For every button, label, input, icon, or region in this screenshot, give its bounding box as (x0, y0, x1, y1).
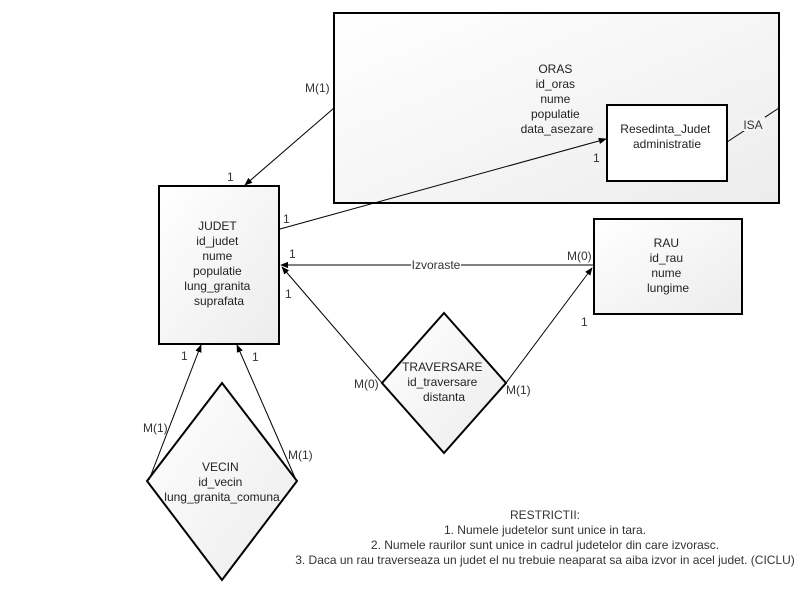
label-izvoraste-judet-1: 1 (289, 247, 296, 261)
entity-rau-attr: lungime (647, 281, 689, 295)
label-trav-judet-1: 1 (285, 287, 292, 301)
entity-resedinta-text: Resedinta_Judet administratie (620, 122, 713, 151)
izvoraste-label-bg (411, 258, 461, 272)
label-oras-judet-m: M(1) (305, 81, 330, 95)
entity-rau-name: RAU (654, 236, 679, 250)
relationship-traversare-text: TRAVERSARE id_traversare distanta (402, 360, 486, 404)
restriction-item: 2. Numele raurilor sunt unice in cadrul … (371, 538, 719, 552)
entity-rau-text: RAU id_rau nume lungime (647, 236, 689, 295)
relationship-traversare[interactable]: TRAVERSARE id_traversare distanta (380, 311, 508, 455)
entity-judet[interactable]: JUDET id_judet nume populatie lung_grani… (158, 185, 280, 345)
relationship-vecin-text: VECIN id_vecin lung_granita_comuna (164, 460, 280, 504)
restriction-item: 1. Numele judetelor sunt unice in tara. (444, 523, 646, 537)
entity-rau-attr: id_rau (650, 251, 683, 265)
entity-judet-text: JUDET id_judet nume populatie lung_grani… (184, 219, 253, 308)
label-vecin-right-m: M(1) (288, 448, 313, 462)
isa-label: ISA (743, 118, 762, 132)
label-vecin-left-m: M(1) (143, 421, 168, 435)
entity-resedinta-name: Resedinta_Judet (620, 122, 711, 136)
connector-traversare-judet (281, 266, 383, 384)
restrictions-title: RESTRICTII: (510, 508, 580, 522)
connector-vecin-judet-right (236, 344, 297, 481)
relationship-vecin-attr: lung_granita_comuna (164, 490, 280, 504)
label-trav-rau-m: M(1) (506, 383, 531, 397)
restriction-item: 3. Daca un rau traverseaza un judet el n… (295, 553, 795, 567)
relationship-traversare-attr: distanta (423, 390, 465, 404)
entity-rau-box[interactable] (593, 218, 743, 315)
entity-resedinta-attr: administratie (633, 137, 701, 151)
entity-oras-attr: data_asezare (521, 122, 594, 136)
connector-oras-judet (244, 107, 335, 186)
label-judet-resedinta-1b: 1 (593, 151, 600, 165)
entity-rau-attr: nume (651, 266, 681, 280)
entity-judet-attr: suprafata (194, 294, 244, 308)
label-vecin-left-1: 1 (181, 349, 188, 363)
entity-judet-attr: populatie (193, 264, 242, 278)
entity-rau[interactable]: RAU id_rau nume lungime (593, 218, 743, 315)
connector-vecin-judet-left (148, 344, 202, 481)
label-izvoraste: Izvoraste (412, 258, 461, 272)
entity-resedinta-box[interactable] (606, 104, 728, 182)
entity-judet-name: JUDET (198, 219, 237, 233)
entity-judet-attr: lung_granita (184, 279, 250, 293)
label-oras-judet-1: 1 (227, 170, 234, 184)
entity-judet-box[interactable] (158, 185, 280, 345)
label-vecin-right-1: 1 (252, 350, 259, 364)
relationship-vecin-name: VECIN (202, 460, 239, 474)
restrictions-block: RESTRICTII: 1. Numele judetelor sunt uni… (295, 508, 795, 567)
label-trav-judet-m: M(0) (354, 377, 379, 391)
entity-judet-attr: id_judet (196, 234, 239, 248)
label-trav-rau-1: 1 (581, 315, 588, 329)
label-judet-resedinta-1a: 1 (283, 212, 290, 226)
isa-label-bg (741, 117, 765, 131)
label-izvoraste-rau-m: M(0) (567, 249, 592, 263)
entity-oras-attr: nume (540, 92, 570, 106)
entity-oras-text: ORAS id_oras nume populatie data_asezare (521, 62, 594, 136)
relationship-vecin-diamond[interactable] (145, 381, 299, 582)
entity-oras-name: ORAS (538, 62, 572, 76)
entity-oras-attr: id_oras (536, 77, 575, 91)
relationship-traversare-diamond[interactable] (380, 311, 508, 455)
connector-traversare-rau (505, 267, 593, 384)
entity-judet-attr: nume (202, 249, 232, 263)
entity-oras-attr: populatie (531, 107, 580, 121)
connector-judet-resedinta (279, 137, 607, 230)
relationship-vecin[interactable]: VECIN id_vecin lung_granita_comuna (145, 381, 299, 582)
entity-resedinta-judet[interactable]: Resedinta_Judet administratie (606, 104, 728, 182)
relationship-vecin-attr: id_vecin (198, 475, 242, 489)
relationship-traversare-name: TRAVERSARE (402, 360, 482, 374)
relationship-traversare-attr: id_traversare (407, 375, 477, 389)
